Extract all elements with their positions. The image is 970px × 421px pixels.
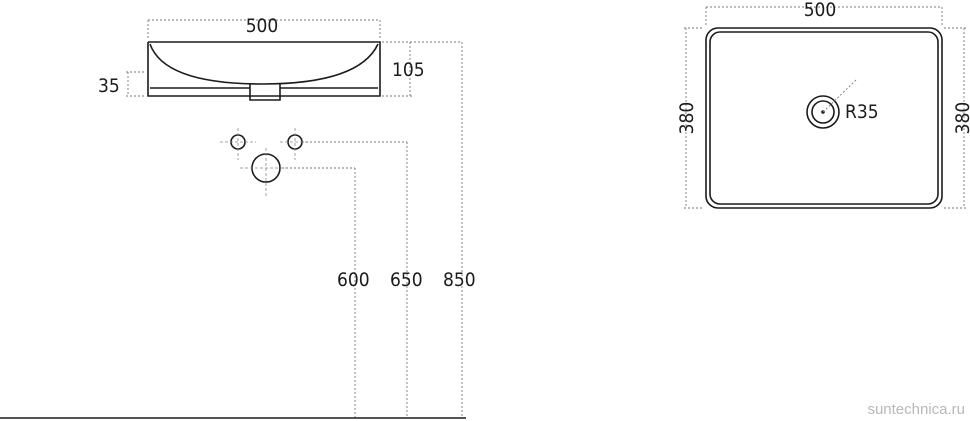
drain-inner — [811, 100, 835, 124]
dim-600-label: 600 — [337, 269, 370, 291]
centerlines — [220, 128, 306, 196]
watermark: suntechnica.ru — [867, 401, 965, 418]
top-dim-380-left-label: 380 — [676, 102, 698, 135]
basin-outer — [705, 27, 943, 209]
drain-outlet — [249, 84, 281, 101]
dim-105-line — [382, 41, 412, 97]
dim-35-line — [126, 71, 146, 97]
top-dim-380-right-label: 380 — [952, 102, 970, 135]
side-view: 500 105 35 600 650 850 — [0, 15, 476, 419]
dim-500-line — [147, 19, 381, 40]
dim-650-line — [302, 141, 408, 418]
top-dim-380-left-line — [684, 27, 704, 209]
basin-inner — [709, 31, 939, 205]
basin-profile — [147, 41, 381, 97]
dim-35-label: 35 — [98, 75, 120, 97]
dim-500-label: 500 — [246, 15, 279, 37]
top-dim-380-right-line — [944, 27, 966, 209]
drain-radius-label: R35 — [845, 101, 879, 123]
dim-850-label: 850 — [443, 269, 476, 291]
drain-outer — [806, 95, 840, 129]
dim-650-label: 650 — [390, 269, 423, 291]
top-dim-500-line — [705, 6, 943, 26]
top-dim-500-label: 500 — [804, 0, 837, 21]
dim-850-line — [414, 41, 463, 418]
dim-105-label: 105 — [392, 59, 425, 81]
dim-600-line — [282, 167, 356, 418]
top-view: R35 500 380 380 — [676, 0, 970, 209]
